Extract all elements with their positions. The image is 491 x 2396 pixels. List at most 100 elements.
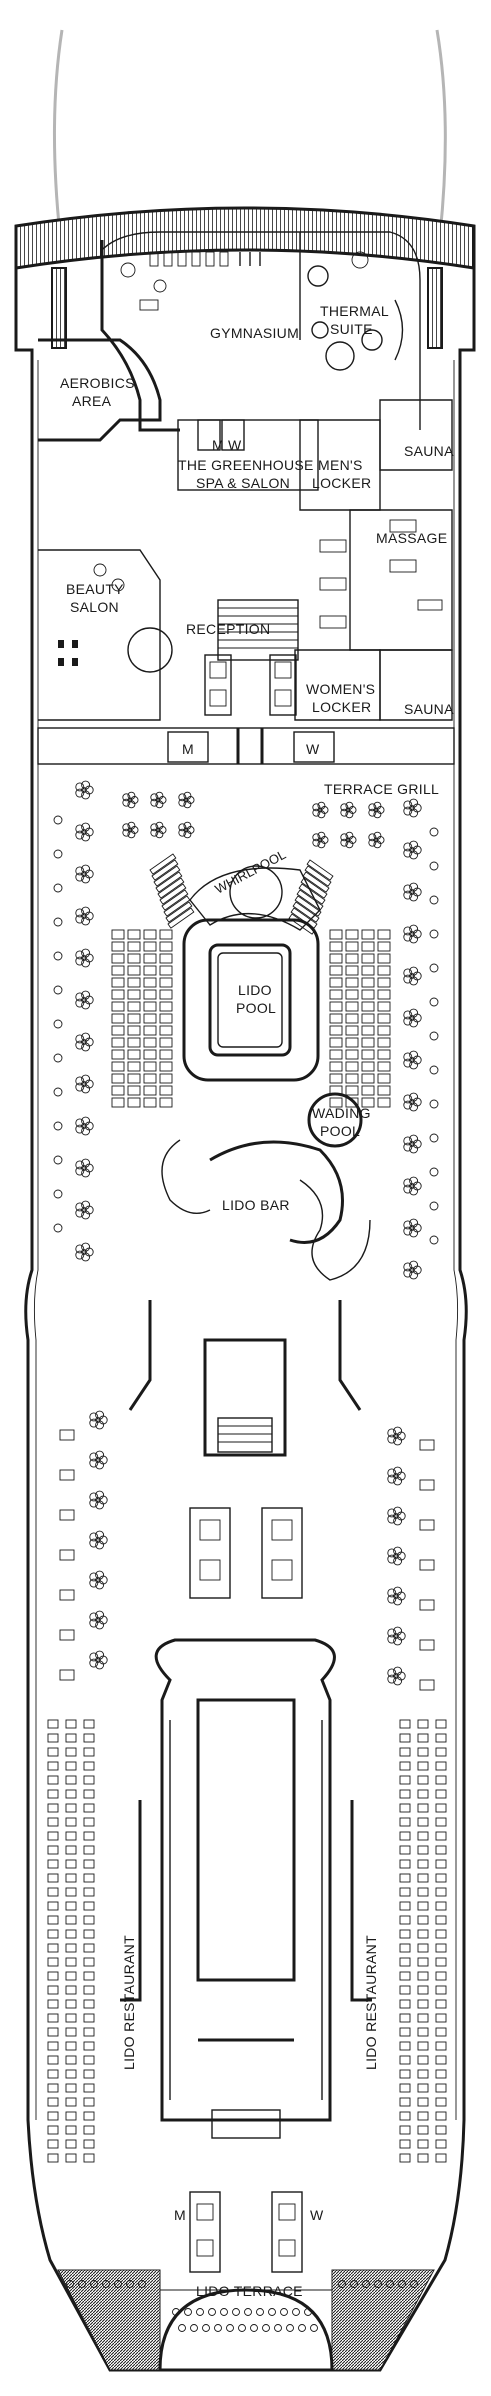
dining-table [399, 1719, 411, 1729]
lounge-chair [165, 901, 193, 923]
dining-table [417, 1901, 429, 1911]
dining-table [65, 1719, 77, 1729]
label-beauty-1: BEAUTY [66, 581, 124, 597]
dining-table [47, 1873, 59, 1883]
buffet-wing-right [350, 1800, 372, 2002]
lido-pool-basin [208, 943, 292, 1057]
dining-table [435, 1859, 447, 1869]
deck-table [53, 1121, 63, 1131]
dining-table [399, 1859, 411, 1869]
label-mens-1: MEN'S [318, 457, 363, 473]
label-lido-restaurant-left: LIDO RESTAURANT [121, 1935, 137, 2070]
planter-cluster [403, 1134, 422, 1154]
lounge-chair [292, 901, 320, 923]
planter-cluster [368, 801, 385, 819]
planter-cluster [122, 821, 139, 839]
lounge-chair [149, 853, 177, 875]
hull-inner-right [453, 360, 459, 2120]
lounge-chair [159, 1097, 173, 1108]
lounge-chair [127, 1061, 141, 1072]
lounge-chair [143, 1073, 157, 1084]
dining-table [435, 1999, 447, 2009]
dining-table [47, 1803, 59, 1813]
lounge-chair [159, 965, 173, 976]
lounge-chair [111, 953, 125, 964]
label-whirlpool: WHIRLPOOL [212, 847, 288, 897]
deck-table [53, 1189, 63, 1199]
lounge-chair [361, 989, 375, 1000]
dining-table [399, 2041, 411, 2051]
dining-table [435, 1957, 447, 1967]
dining-table [399, 1817, 411, 1827]
dining-table [399, 2069, 411, 2079]
dining-table [65, 1929, 77, 1939]
dining-table [419, 1439, 435, 1451]
dining-table [83, 1845, 95, 1855]
lounge-chair [111, 1013, 125, 1024]
dining-table [65, 1747, 77, 1757]
bow-line-left [52, 29, 64, 236]
terrace-stool [66, 2280, 74, 2288]
planter-cluster [75, 864, 94, 884]
terrace-stool [196, 2308, 204, 2316]
deck-table [429, 929, 439, 939]
lounge-chair [111, 941, 125, 952]
lounge-chair [127, 989, 141, 1000]
dining-table [399, 1915, 411, 1925]
dining-table [417, 2013, 429, 2023]
mid-structure-left [128, 1300, 152, 1411]
deck-table [53, 1223, 63, 1233]
label-m-aft: M [174, 2207, 186, 2223]
lounge-chair [111, 929, 125, 940]
dining-table [65, 1985, 77, 1995]
lounge-chair [155, 871, 183, 893]
lounge-chair [377, 1085, 391, 1096]
dining-table [417, 1873, 429, 1883]
dining-table [435, 1817, 447, 1827]
dining-table [435, 2125, 447, 2135]
dining-table [419, 1679, 435, 1691]
dining-table [65, 2083, 77, 2093]
dining-table [399, 1873, 411, 1883]
dining-table [83, 1747, 95, 1757]
dining-table [83, 1957, 95, 1967]
terrace-stool [256, 2308, 264, 2316]
dining-table [417, 2097, 429, 2107]
greenhouse-room [177, 419, 319, 491]
dining-table [47, 2139, 59, 2149]
lounge-chair [143, 989, 157, 1000]
lounge-chair [329, 989, 343, 1000]
lounge-chair [329, 941, 343, 952]
lounge-chair [329, 1073, 343, 1084]
planter-cluster [403, 924, 422, 944]
lounge-chair [143, 1097, 157, 1108]
terrace-stool [78, 2280, 86, 2288]
lounge-chair [111, 1097, 125, 1108]
lounge-chair [361, 977, 375, 988]
dining-table [435, 1803, 447, 1813]
lounge-chair [304, 865, 332, 887]
deck-table [429, 1235, 439, 1245]
planter-cluster [387, 1466, 406, 1486]
dining-table [83, 1915, 95, 1925]
lounge-chair [329, 953, 343, 964]
planter-cluster [403, 1050, 422, 1070]
aft-elevators [189, 2191, 303, 2273]
dining-table [83, 2083, 95, 2093]
dining-table [417, 1957, 429, 1967]
label-thermal-2: SUITE [330, 321, 373, 337]
lounge-chair [345, 1025, 359, 1036]
dining-table [47, 2153, 59, 2163]
planter-cluster [150, 791, 167, 809]
lounge-chair [361, 1085, 375, 1096]
lounge-chair [143, 1049, 157, 1060]
dining-table [435, 2013, 447, 2023]
dining-table [83, 1831, 95, 1841]
planter-cluster [75, 1242, 94, 1262]
terrace-stool [286, 2324, 294, 2332]
dining-table [83, 1901, 95, 1911]
terrace-stool [274, 2324, 282, 2332]
lounge-chair [377, 1037, 391, 1048]
dining-table [65, 2055, 77, 2065]
label-wading-1: WADING [312, 1105, 371, 1121]
